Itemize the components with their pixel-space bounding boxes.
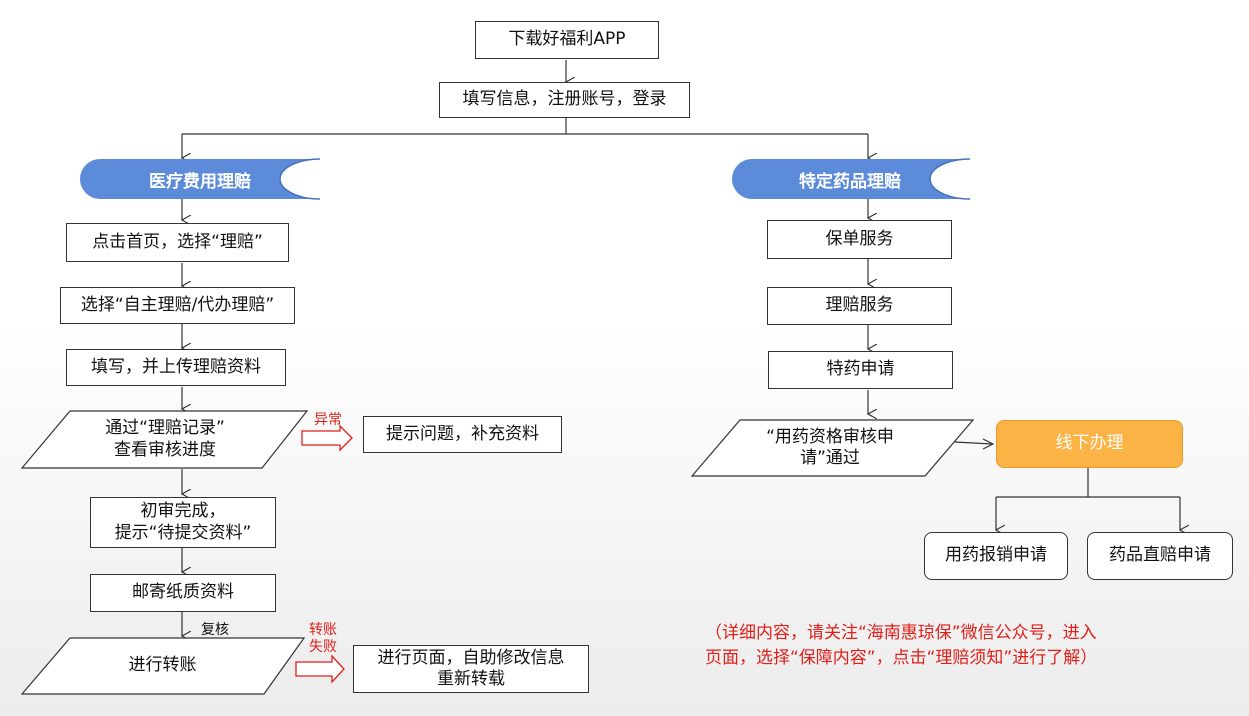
right-pill-shape [732,158,971,200]
parallelogram-transfer [20,637,306,695]
abnormal-label: 异常 [314,412,342,428]
right-step-eligibility: “用药资格审核申 请”通过 [766,426,894,468]
review-label: 复核 [201,622,229,638]
left-step-mail-docs: 邮寄纸质资料 [90,574,276,612]
right-step-policy-service: 保单服务 [767,220,952,259]
left-step-select-mode: 选择“自主理赔/代办理赔” [60,287,295,324]
left-step-records: 通过“理赔记录” 查看审核进度 [105,418,225,460]
left-step-upload: 填写，并上传理赔资料 [66,349,286,386]
supplement-box: 提示问题，补充资料 [363,416,562,453]
medical-claim-title: 医疗费用理赔 [149,171,251,192]
transfer-fail-label: 转账 失败 [309,622,337,655]
right-step-drug-apply: 特药申请 [768,351,953,389]
parallelogram-records [20,410,309,469]
register-login-box: 填写信息，注册账号，登录 [439,82,690,118]
drug-reimbursement-box: 用药报销申请 [924,532,1068,580]
left-pill-shape [80,158,321,200]
special-drug-claim-title: 特定药品理赔 [799,171,901,192]
right-step-claim-service: 理赔服务 [767,287,952,325]
modify-info-box: 进行页面，自助修改信息 重新转载 [353,645,589,693]
abnormal-arrow [301,424,353,452]
download-app-box: 下载好福利APP [475,21,659,59]
fail-arrow [295,654,345,684]
parallelogram-eligibility [690,419,975,477]
drug-direct-claim-box: 药品直赔申请 [1087,532,1233,580]
left-step-transfer: 进行转账 [128,655,197,676]
left-step-first-review: 初审完成， 提示“待提交资料” [90,497,276,548]
info-note: （详细内容，请关注“海南惠琼保”微信公众号，进入 页面，选择“保障内容”，点击“… [705,623,1098,668]
left-step-home-claim: 点击首页，选择“理赔” [66,223,289,262]
offline-process-box: 线下办理 [996,420,1183,468]
